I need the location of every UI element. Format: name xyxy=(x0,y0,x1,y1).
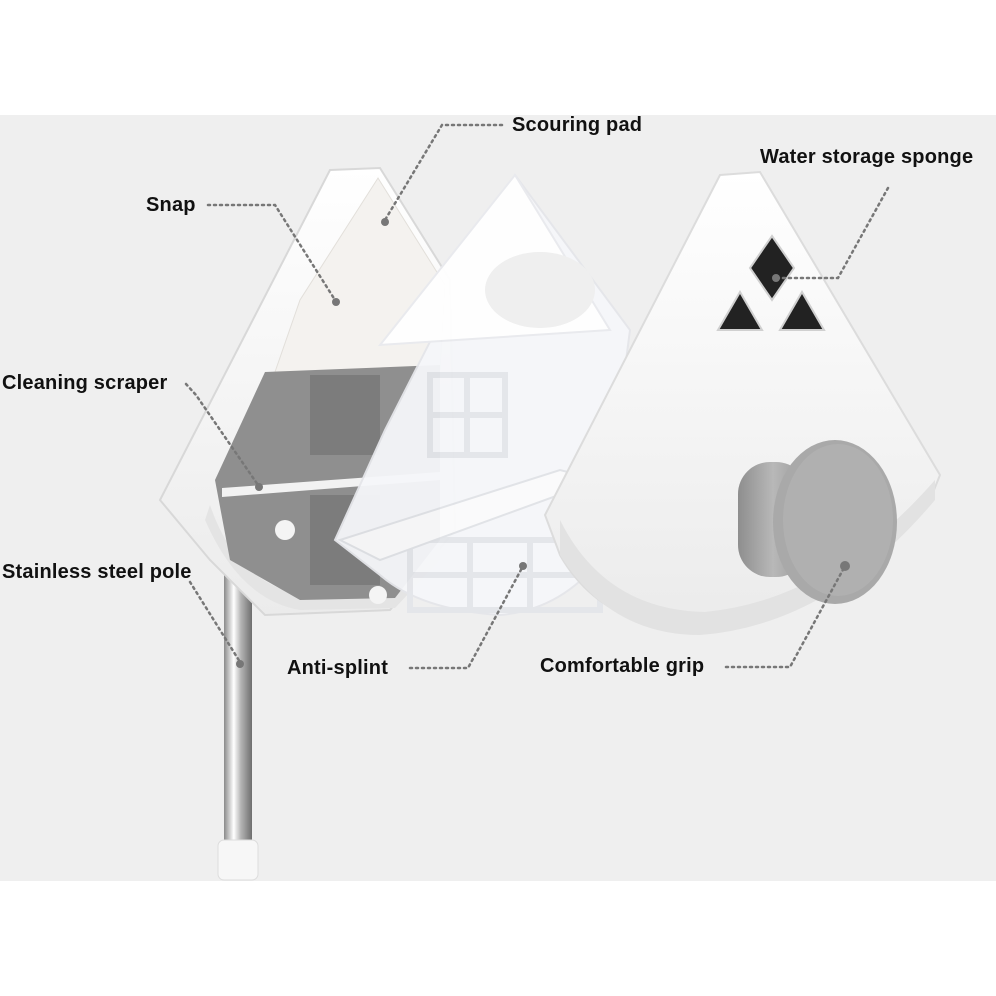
leader-scouring-pad xyxy=(383,123,504,222)
stainless-steel-pole xyxy=(217,560,259,881)
comfortable-grip xyxy=(738,440,897,604)
leader-anti-splint xyxy=(408,566,524,670)
water-storage-sponge xyxy=(716,234,826,331)
label-scouring-pad: Scouring pad xyxy=(512,114,643,136)
leader-snap xyxy=(206,203,337,302)
label-anti-splint: Anti-splint xyxy=(287,657,389,679)
leader-water-storage-sponge xyxy=(776,186,890,280)
label-snap: Snap xyxy=(146,194,196,216)
label-water-storage-sponge: Water storage sponge xyxy=(760,146,974,168)
label-stainless-steel-pole: Stainless steel pole xyxy=(2,561,192,583)
label-cleaning-scraper: Cleaning scraper xyxy=(2,372,168,394)
leader-cleaning-scraper xyxy=(184,382,260,487)
right-cleaner-unit xyxy=(543,170,942,635)
leader-lines xyxy=(184,123,890,670)
leader-comfortable-grip xyxy=(724,564,847,669)
label-comfortable-grip: Comfortable grip xyxy=(540,655,705,677)
leader-stainless-steel-pole xyxy=(188,580,242,664)
